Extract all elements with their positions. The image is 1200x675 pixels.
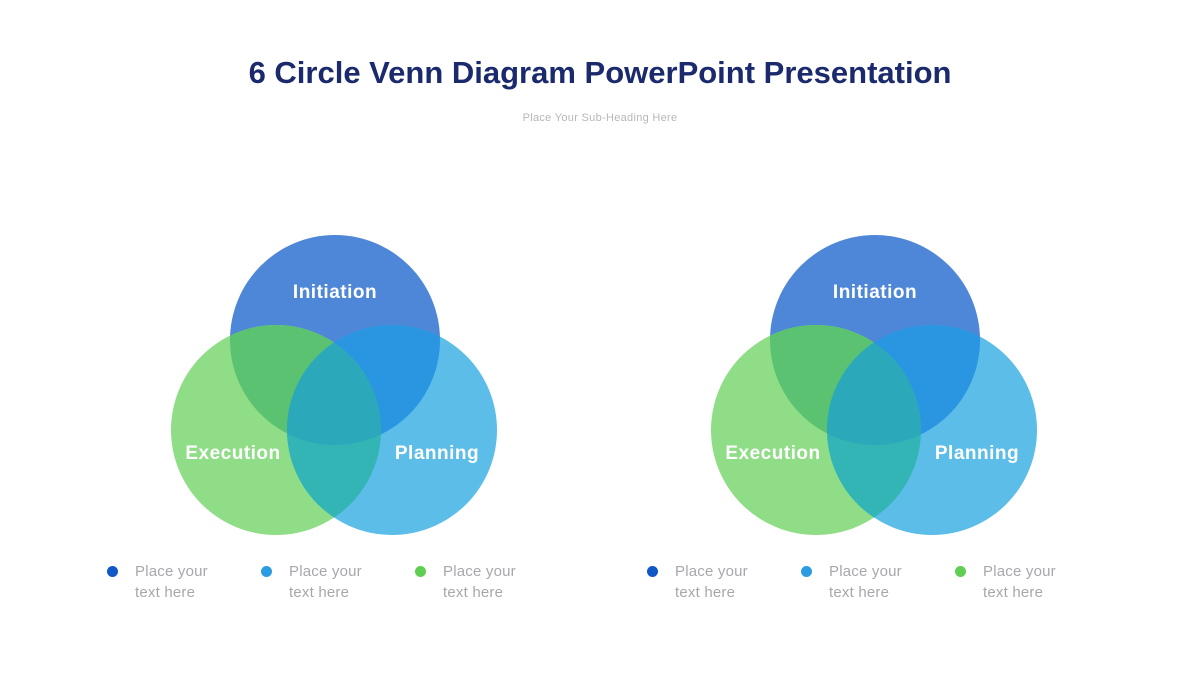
- legend-bullet-icon: [647, 566, 658, 577]
- venn-diagram-left: Initiation Execution Planning: [170, 232, 500, 538]
- legend-bullet-dark-blue: [647, 566, 658, 577]
- overlap-center: [827, 325, 921, 445]
- legend-item: Place your text here: [415, 561, 569, 603]
- venn-svg-right: Initiation Execution Planning: [711, 235, 1037, 535]
- label-execution: Execution: [185, 443, 280, 464]
- legend-item: Place your text here: [801, 561, 955, 603]
- legend-bullet-icon: [801, 566, 812, 577]
- legend-label: Place your text here: [289, 561, 362, 603]
- slide-subtitle: Place Your Sub-Heading Here: [522, 112, 678, 124]
- legend-bullet-green: [415, 566, 426, 577]
- legend-label-line1: Place your: [135, 563, 208, 580]
- legend-label-line2: text here: [829, 584, 890, 601]
- legend-item: Place your text here: [261, 561, 415, 603]
- label-planning: Planning: [395, 443, 479, 464]
- legend-left: Place your text here Place your text her…: [107, 561, 569, 603]
- legend-label: Place your text here: [135, 561, 208, 603]
- venn-diagram-right: Initiation Execution Planning: [710, 232, 1040, 538]
- legend-bullet-icon: [261, 566, 272, 577]
- label-initiation: Initiation: [833, 282, 917, 303]
- legend-label-line1: Place your: [443, 563, 516, 580]
- legend-item: Place your text here: [647, 561, 801, 603]
- legend-bullet-light-blue: [801, 566, 812, 577]
- legend-label-line1: Place your: [983, 563, 1056, 580]
- legend-label: Place your text here: [675, 561, 748, 603]
- legend-right: Place your text here Place your text her…: [647, 561, 1109, 603]
- label-initiation: Initiation: [293, 282, 377, 303]
- slide-title: 6 Circle Venn Diagram PowerPoint Present…: [248, 55, 952, 90]
- legend-item: Place your text here: [107, 561, 261, 603]
- legend-bullet-green: [955, 566, 966, 577]
- legend-label: Place your text here: [983, 561, 1056, 603]
- legend-bullet-icon: [955, 566, 966, 577]
- legend-label-line2: text here: [135, 584, 196, 601]
- legend-label: Place your text here: [829, 561, 902, 603]
- legend-item: Place your text here: [955, 561, 1109, 603]
- overlap-center: [287, 325, 381, 445]
- legend-label-line2: text here: [675, 584, 736, 601]
- legend-label: Place your text here: [443, 561, 516, 603]
- legend-bullet-light-blue: [261, 566, 272, 577]
- legend-label-line1: Place your: [675, 563, 748, 580]
- legend-label-line2: text here: [289, 584, 350, 601]
- legend-bullet-icon: [415, 566, 426, 577]
- legend-label-line2: text here: [983, 584, 1044, 601]
- label-execution: Execution: [725, 443, 820, 464]
- label-planning: Planning: [935, 443, 1019, 464]
- legend-label-line1: Place your: [829, 563, 902, 580]
- legend-label-line1: Place your: [289, 563, 362, 580]
- legend-label-line2: text here: [443, 584, 504, 601]
- venn-svg-left: Initiation Execution Planning: [171, 235, 497, 535]
- legend-bullet-dark-blue: [107, 566, 118, 577]
- legend-bullet-icon: [107, 566, 118, 577]
